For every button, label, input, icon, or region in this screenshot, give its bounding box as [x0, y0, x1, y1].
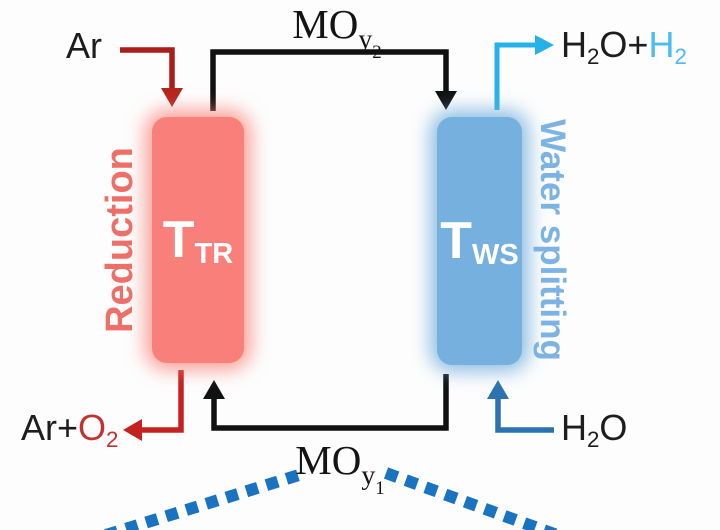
dotted-chevron-right-line [383, 467, 560, 530]
oxide-bottom-arrow-line [211, 374, 449, 431]
oxide-bottom-label: MOy1 [275, 440, 405, 499]
oxide-top-base: MO [292, 1, 359, 47]
reduction-side-label: Reduction [99, 147, 141, 333]
oxide-top-index: 2 [372, 41, 382, 63]
oxide-top-sub: y [358, 23, 373, 55]
oxide-top-arrowhead-icon [435, 91, 457, 110]
product-outlet-arrowhead-icon [535, 35, 554, 55]
argon-oxygen-outlet-arrowhead-icon [123, 419, 142, 441]
water-h: H [561, 407, 587, 448]
water-in-label: H2O [561, 410, 627, 451]
product-outlet-arrow-line [494, 42, 537, 110]
oxide-bottom-base: MO [295, 437, 362, 483]
product-water-h: H [561, 24, 587, 65]
oxide-bottom-sub: y [361, 459, 376, 491]
water-h-sub: 2 [587, 427, 600, 453]
product-hydrogen-sub: 2 [674, 44, 687, 70]
water-inlet-arrow-line [495, 397, 554, 433]
product-hydrogen: H [648, 24, 675, 65]
oxide-bottom-index: 1 [375, 477, 385, 499]
reduction-temperature-symbol: T [162, 211, 195, 269]
argon-out-prefix: Ar+ [21, 407, 79, 448]
argon-inlet-arrowhead-icon [161, 88, 183, 107]
argon-oxygen-out-label: Ar+O2 [21, 410, 118, 451]
oxide-top-arrow-line [210, 49, 449, 111]
argon-in-label: Ar [66, 25, 102, 66]
oxygen-symbol: O [78, 407, 107, 448]
water-o: O [599, 407, 628, 448]
product-o-plus: O+ [599, 24, 649, 65]
oxide-bottom-arrowhead-icon [203, 380, 225, 399]
argon-oxygen-outlet-arrow-line [140, 370, 184, 433]
water-splitting-temperature-symbol: T [440, 212, 473, 270]
argon-inlet-arrow-line [120, 47, 175, 92]
water-splitting-side-label: Water splitting [533, 119, 572, 361]
dotted-chevron-left-line [104, 469, 301, 530]
water-inlet-arrowhead-icon [487, 380, 509, 399]
water-splitting-temperature-subscript: WS [472, 239, 519, 271]
oxygen-subscript: 2 [106, 427, 119, 453]
oxide-top-label: MOy2 [272, 4, 402, 63]
product-out-label: H2O+H2 [561, 27, 687, 68]
reduction-temperature-subscript: TR [194, 238, 234, 270]
product-water-h-sub: 2 [587, 44, 600, 70]
